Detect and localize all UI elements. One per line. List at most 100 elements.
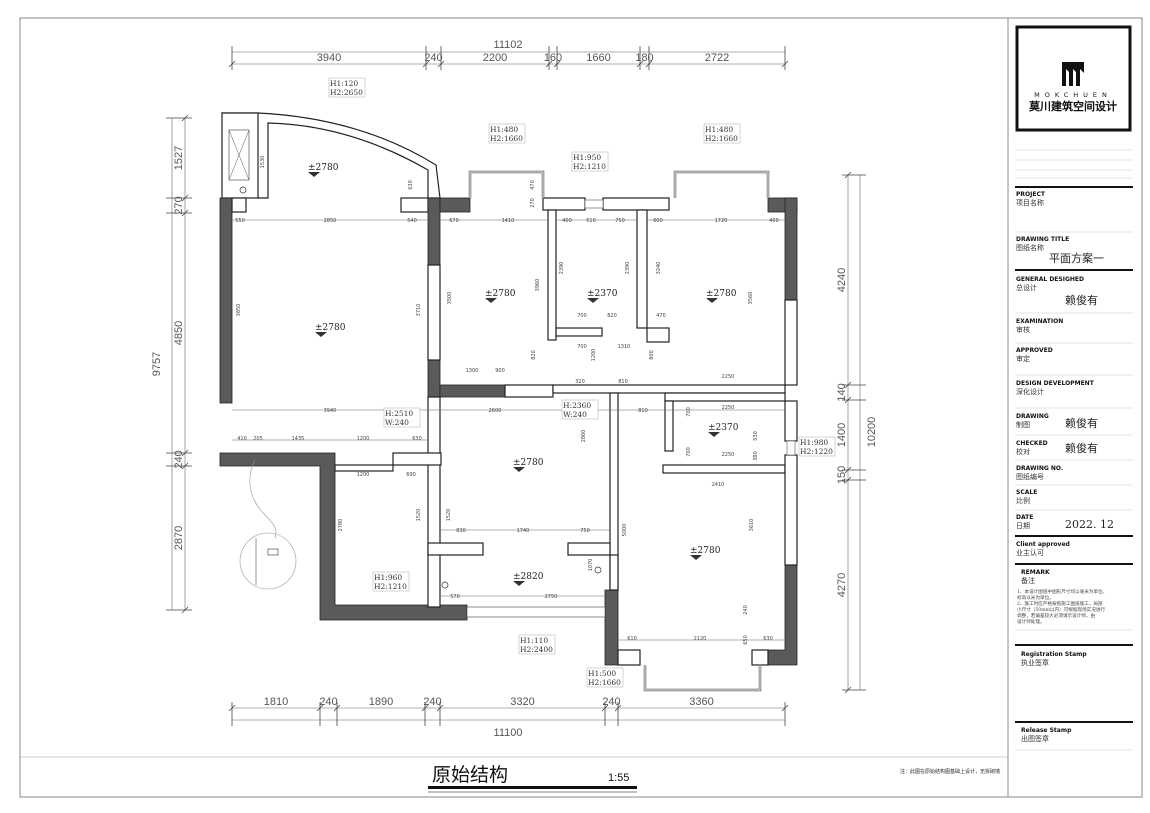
- dim-interior-vertical: 1070: [588, 559, 594, 572]
- elevation-label: ±2820: [513, 572, 544, 582]
- dim-interior: 750: [615, 218, 625, 224]
- dim-bottom-segment: 240: [319, 696, 337, 708]
- opening-h1: H:2510: [385, 409, 413, 418]
- dim-left-segment: 1527: [173, 146, 185, 170]
- remark-line: 设计师处理。: [1017, 618, 1045, 625]
- dim-interior-vertical: 2390: [625, 262, 631, 275]
- dim-left-segment: 2870: [173, 526, 185, 550]
- checked-label: CHECKED: [1016, 440, 1048, 447]
- dim-interior: 400: [769, 218, 779, 224]
- remark-line: 2、施工时应严格按照施工图纸施工，局部: [1017, 600, 1103, 607]
- general-designed-label: GENERAL DESIGHED: [1016, 276, 1084, 283]
- dim-interior: 1410: [502, 218, 515, 224]
- remark-line: 小尺寸（50mm以内）可根据现场实况进行: [1017, 606, 1105, 613]
- dim-top-overall: 11102: [494, 39, 523, 51]
- ceiling-elevation-marker: ±2780: [706, 289, 737, 303]
- dim-interior: 830: [456, 528, 466, 534]
- elevation-label: ±2370: [708, 423, 739, 433]
- dim-bottom-segment: 3360: [689, 696, 713, 708]
- dim-interior-vertical: 3960: [535, 279, 541, 292]
- detail-callout: [239, 532, 297, 590]
- dim-interior: 750: [580, 528, 590, 534]
- elevation-triangle-icon: [690, 555, 702, 560]
- wall-living-west: [219, 197, 233, 404]
- dim-interior-vertical: 1200: [591, 349, 597, 362]
- dim-interior: 630: [412, 436, 422, 442]
- ceiling-elevation-marker: ±2780: [690, 546, 721, 560]
- registration-stamp-label: Registration Stamp: [1021, 651, 1087, 658]
- elevation-triangle-icon: [513, 581, 525, 586]
- ceiling-elevation-marker: ±2370: [587, 289, 618, 303]
- dim-interior: 2250: [722, 374, 735, 380]
- dim-interior-vertical: 1520: [416, 509, 422, 522]
- checked-value: 赖俊有: [1065, 441, 1098, 455]
- dim-interior: 690: [406, 472, 416, 478]
- project-label: PROJECT: [1016, 191, 1046, 198]
- dim-top-segment: 3940: [317, 52, 341, 64]
- dim-interior: 700: [577, 344, 587, 350]
- opening-h1: H1:500: [588, 669, 616, 678]
- elevation-triangle-icon: [315, 332, 327, 337]
- drawing-title-label: DRAWING TITLE: [1016, 236, 1069, 243]
- dim-right-segment: 4240: [836, 268, 848, 292]
- dim-left-segment: 270: [173, 196, 185, 214]
- opening-h1: H1:110: [520, 636, 548, 645]
- dim-interior-vertical: 3850: [236, 304, 242, 317]
- dim-interior-vertical: 530: [753, 431, 759, 441]
- dim-interior: 2120: [694, 636, 707, 642]
- remark-line: 标高以米为单位。: [1017, 594, 1054, 601]
- dim-interior: 600: [653, 218, 663, 224]
- examination-label-cn: 审核: [1016, 325, 1030, 334]
- wall-east-upper: [784, 197, 798, 301]
- dim-right-segment: 1400: [836, 423, 848, 447]
- dim-interior-vertical: 820: [531, 350, 537, 360]
- elevation-triangle-icon: [308, 172, 320, 177]
- elevation-triangle-icon: [706, 298, 718, 303]
- ceiling-elevation-marker: ±2780: [308, 163, 339, 177]
- dim-interior-vertical: 5000: [622, 524, 628, 537]
- opening-h1: H1:960: [374, 573, 402, 582]
- elevation-label: ±2780: [690, 546, 721, 556]
- window-east: [786, 440, 796, 456]
- elevation-triangle-icon: [485, 298, 497, 303]
- dim-interior-vertical: 1530: [260, 156, 266, 169]
- dim-interior-vertical: 700: [686, 407, 692, 417]
- elevation-label: ±2780: [315, 323, 346, 333]
- dim-left-overall: 9757: [151, 352, 163, 376]
- drawing-title-label-cn: 图纸名称: [1016, 243, 1044, 252]
- elevation-label: ±2780: [513, 458, 544, 468]
- dim-interior-vertical: 700: [686, 447, 692, 457]
- opening-h1: H:2360: [563, 401, 591, 410]
- dim-interior: 510: [586, 218, 596, 224]
- dim-bottom-segment: 240: [602, 696, 620, 708]
- dim-interior: 3940: [324, 408, 337, 414]
- dim-interior-vertical: 3710: [416, 304, 422, 317]
- wall-east-lower: [767, 564, 798, 666]
- logo-chinese: 莫川建筑空间设计: [1028, 99, 1117, 113]
- elevation-triangle-icon: [708, 432, 720, 437]
- elevation-label: ±2780: [706, 289, 737, 299]
- dim-top-segment: 180: [635, 52, 653, 64]
- remark-line: 调整，若偏差较大必须请示设计师，由: [1017, 612, 1096, 619]
- ceiling-elevation-marker: ±2780: [315, 323, 346, 337]
- dim-interior-vertical: 650: [743, 635, 749, 645]
- client-approved-label: Client approved: [1016, 541, 1070, 548]
- wall-column: [427, 197, 441, 266]
- dim-interior-vertical: 2390: [559, 262, 565, 275]
- dim-interior: 1300: [466, 368, 479, 374]
- opening-h1: H1:980: [800, 438, 828, 447]
- elevation-triangle-icon: [513, 467, 525, 472]
- logo-latin: MOKCHUEN: [1034, 91, 1112, 99]
- release-stamp-label-cn: 出图签章: [1021, 734, 1049, 743]
- drawing-value: 赖俊有: [1065, 416, 1098, 430]
- window-bath: [584, 199, 604, 209]
- dim-interior-vertical: 1520: [446, 509, 452, 522]
- dim-interior: 2850: [324, 218, 337, 224]
- dim-interior: 470: [656, 313, 666, 319]
- opening-h1: H1:120: [330, 79, 358, 88]
